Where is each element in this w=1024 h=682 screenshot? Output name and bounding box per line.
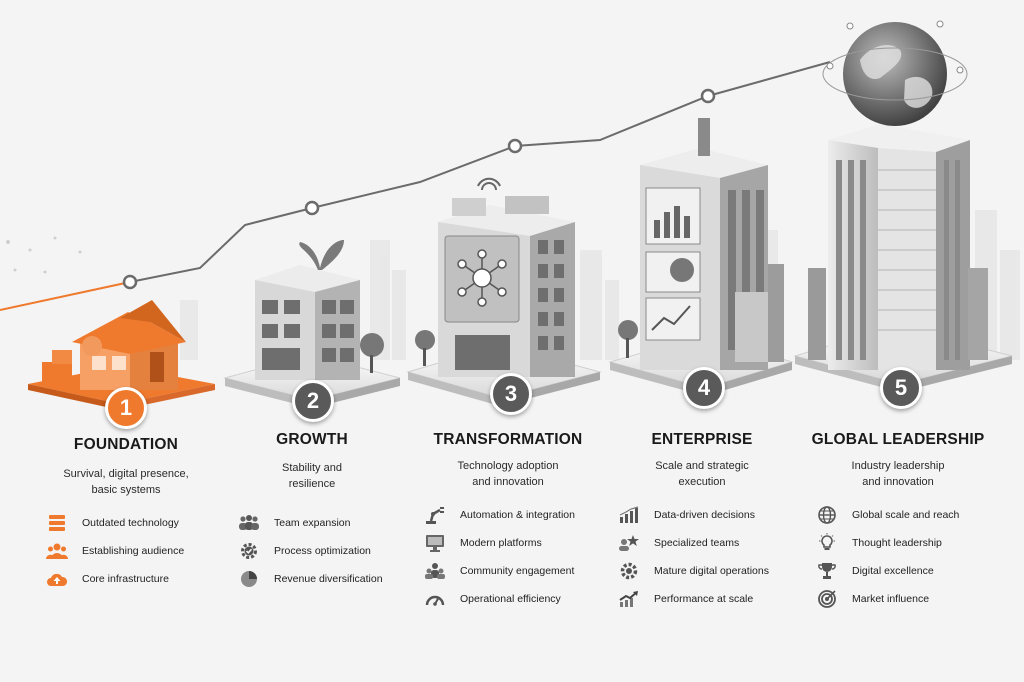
stage-3-item: Community engagement	[424, 561, 574, 581]
stage-3-description: Technology adoption and innovation	[423, 458, 593, 490]
cloud-upload-icon	[46, 569, 68, 589]
trend-nodes	[122, 88, 716, 290]
stage-4-title: ENTERPRISE	[651, 431, 753, 448]
stage-5-item: Thought leadership	[816, 533, 942, 553]
monitor-icon	[424, 533, 446, 553]
star-team-icon	[618, 533, 640, 553]
pie-chart-icon	[238, 569, 260, 589]
target-icon	[816, 589, 838, 609]
stage-3-item: Operational efficiency	[424, 589, 561, 609]
house-illustration	[28, 300, 215, 410]
stage-5-number-badge: 5	[880, 367, 922, 409]
description-line: execution	[678, 476, 726, 488]
stage-5-title: GLOBAL LEADERSHIP	[811, 431, 985, 448]
item-label: Performance at scale	[654, 593, 754, 605]
gear-icon	[618, 561, 640, 581]
stage-2-item: Process optimization	[238, 541, 371, 561]
lightbulb-icon	[816, 533, 838, 553]
gauge-icon	[424, 589, 446, 609]
stage-2-description: Stability and resilience	[227, 460, 397, 492]
stage-2-number-badge: 2	[292, 380, 334, 422]
stage-3-item: Automation & integration	[424, 505, 575, 525]
stage-4-description: Scale and strategic execution	[617, 458, 787, 490]
trophy-icon	[816, 561, 838, 581]
item-label: Community engagement	[460, 565, 575, 577]
stage-4-number-badge: 4	[683, 367, 725, 409]
community-icon	[424, 561, 446, 581]
bar-chart-icon	[618, 505, 640, 525]
item-label: Establishing audience	[82, 545, 185, 557]
stage-1-title: FOUNDATION	[73, 436, 179, 453]
description-line: Technology adoption	[457, 460, 559, 472]
stage-5-item: Market influence	[816, 589, 929, 609]
tall-building-illustration	[608, 118, 794, 396]
stage-3-item: Modern platforms	[424, 533, 542, 553]
stage-2-item: Revenue diversification	[238, 569, 383, 589]
stage-1-item: Core infrastructure	[46, 569, 169, 589]
item-label: Core infrastructure	[82, 573, 169, 585]
stage-1-description: Survival, digital presence, basic system…	[41, 466, 211, 498]
robot-arm-icon	[424, 505, 446, 525]
description-line: Scale and strategic	[655, 460, 749, 472]
item-label: Mature digital operations	[654, 565, 769, 577]
item-label: Specialized teams	[654, 537, 740, 549]
description-line: resilience	[288, 478, 336, 490]
stage-1-item: Outdated technology	[46, 513, 179, 533]
stage-4-item: Mature digital operations	[618, 561, 769, 581]
item-label: Outdated technology	[82, 517, 179, 529]
mid-building-illustration	[406, 177, 602, 406]
item-label: Operational efficiency	[460, 593, 561, 605]
gear-check-icon	[238, 541, 260, 561]
team-icon	[238, 513, 260, 533]
item-label: Modern platforms	[460, 537, 542, 549]
network-dots	[6, 236, 82, 274]
item-label: Digital excellence	[852, 565, 934, 577]
item-label: Global scale and reach	[852, 509, 960, 521]
stage-2-title: GROWTH	[276, 431, 348, 448]
people-group-icon	[46, 541, 68, 561]
globe-icon	[816, 505, 838, 525]
stage-3-number-badge: 3	[490, 373, 532, 415]
stage-4-item: Performance at scale	[618, 589, 753, 609]
trend-up-icon	[618, 589, 640, 609]
stage-5-description: Industry leadership and innovation	[813, 458, 983, 490]
item-label: Team expansion	[274, 517, 351, 529]
item-label: Automation & integration	[460, 509, 575, 521]
description-line: and innovation	[862, 476, 934, 488]
server-stack-icon	[46, 513, 68, 533]
item-label: Thought leadership	[852, 537, 942, 549]
description-line: Stability and	[282, 462, 342, 474]
description-line: basic systems	[91, 484, 161, 496]
description-line: Survival, digital presence,	[63, 468, 189, 480]
small-building-illustration	[223, 240, 401, 408]
stage-1-item: Establishing audience	[46, 541, 184, 561]
description-line: and innovation	[472, 476, 544, 488]
item-label: Data-driven decisions	[654, 509, 755, 521]
stage-1-number-badge: 1	[105, 387, 147, 429]
stage-5-item: Global scale and reach	[816, 505, 959, 525]
item-label: Market influence	[852, 593, 930, 605]
trend-line-gray	[129, 61, 831, 283]
stage-4-item: Specialized teams	[618, 533, 739, 553]
skyscraper-illustration	[793, 20, 1013, 392]
item-label: Process optimization	[274, 545, 371, 557]
stage-4-item: Data-driven decisions	[618, 505, 755, 525]
stage-3-title: TRANSFORMATION	[433, 431, 583, 448]
stage-2-item: Team expansion	[238, 513, 350, 533]
description-line: Industry leadership	[851, 460, 945, 472]
trend-line-orange	[0, 281, 131, 311]
stage-5-item: Digital excellence	[816, 561, 934, 581]
item-label: Revenue diversification	[274, 573, 383, 585]
